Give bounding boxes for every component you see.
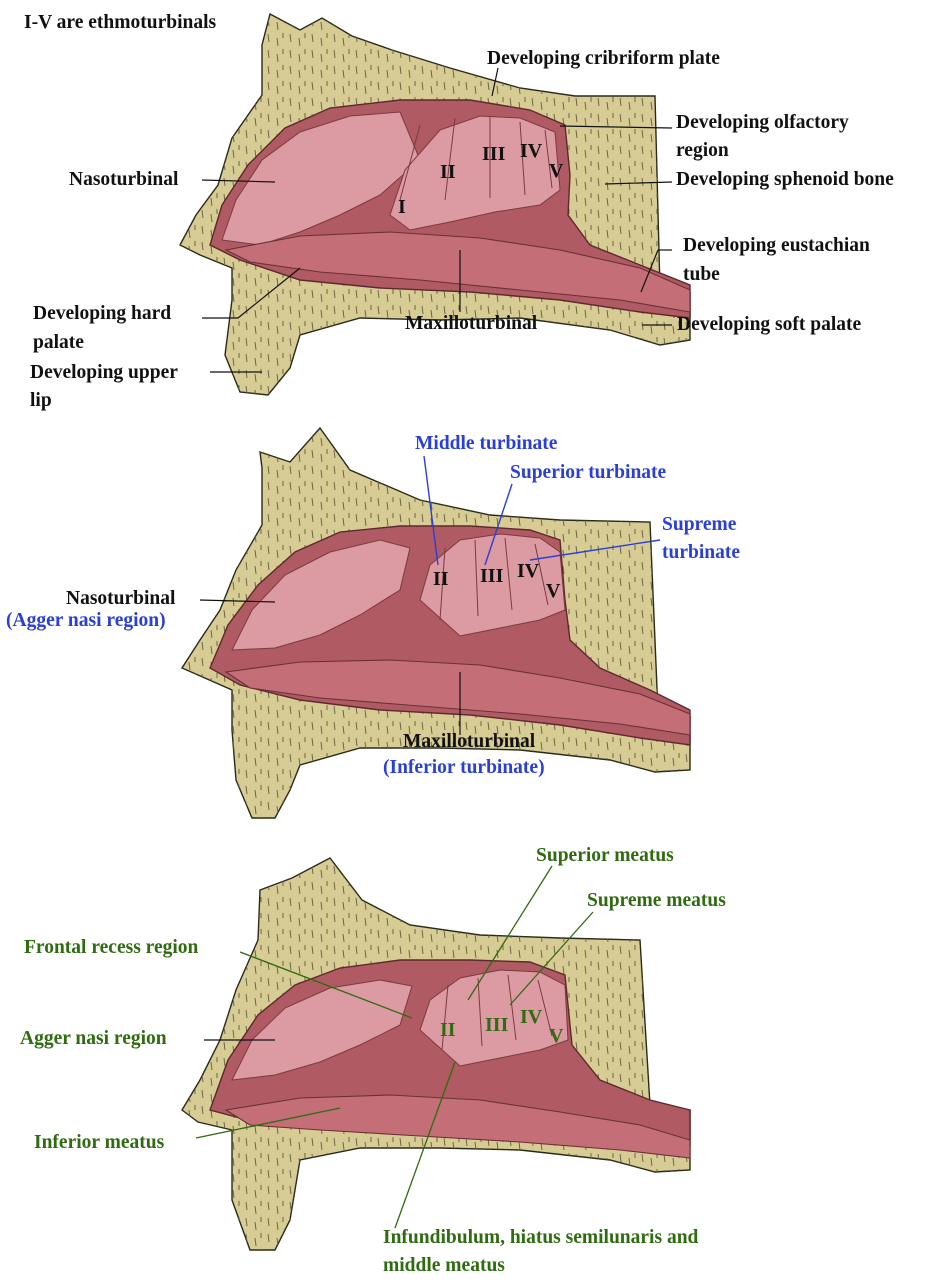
label-olfactory-2: region [676,140,729,161]
label-hard-palate-2: palate [33,332,84,353]
panel-3-leader-lines [195,865,594,1229]
ethmoturbinal-folds [419,969,569,1067]
panel-1-labels: I-V are ethmoturbinals Developing cribri… [24,12,894,411]
label-nasoturbinal: Nasoturbinal [69,169,179,190]
label-eustachian-2: tube [683,264,720,285]
panel-3-labels: Superior meatus Supreme meatus Frontal r… [20,845,726,1276]
inferior-turbinate-fold [224,659,691,736]
ethmoturbinal-folds [389,115,561,231]
label-nasoturbinal: Nasoturbinal [66,588,176,609]
label-middle-turbinate: Middle turbinate [415,433,558,454]
numeral-III: III [482,143,506,165]
label-olfactory-1: Developing olfactory [676,112,849,133]
label-soft-palate: Developing soft palate [677,314,862,335]
label-superior-turbinate: Superior turbinate [510,462,667,483]
numeral-IV: IV [520,1006,543,1028]
numeral-II: II [440,1019,456,1041]
numeral-III: III [480,565,504,587]
label-sphenoid: Developing sphenoid bone [676,169,894,190]
numeral-III: III [485,1014,509,1036]
label-agger-nasi-region: (Agger nasi region) [6,610,166,631]
panel-1-leader-lines [201,67,673,373]
label-supreme-turbinate-1: Supreme [662,514,737,535]
agger-nasi-fold [231,979,413,1081]
label-superior-meatus: Superior meatus [536,845,674,866]
numeral-IV: IV [517,560,540,582]
label-cribriform: Developing cribriform plate [487,48,720,69]
label-upper-lip-2: lip [30,390,52,411]
label-supreme-turbinate-2: turbinate [662,542,740,563]
ethmoturbinal-folds [419,533,566,637]
label-maxilloturbinal: Maxilloturbinal [405,313,538,334]
label-maxilloturbinal: Maxilloturbinal [403,731,536,752]
numeral-V: V [546,580,561,602]
numeral-IV: IV [520,140,543,162]
label-agger-nasi-region: Agger nasi region [20,1028,167,1049]
label-hard-palate-1: Developing hard [33,303,171,324]
inferior-turbinate-fold [224,1094,691,1159]
numeral-V: V [549,160,564,182]
numeral-V: V [549,1025,564,1047]
panel-2-illustration [180,426,691,819]
label-upper-lip-1: Developing upper [30,362,178,383]
label-supreme-meatus: Supreme meatus [587,890,726,911]
panel-2-labels: Middle turbinate Superior turbinate Supr… [6,433,740,778]
ethmoturbinals-legend: I-V are ethmoturbinals [24,12,217,33]
numeral-II: II [433,568,449,590]
label-inferior-meatus: Inferior meatus [34,1132,165,1153]
label-infundibulum-1: Infundibulum, hiatus semilunaris and [383,1227,699,1248]
nasoturbinal-fold [221,111,421,246]
numeral-II: II [440,161,456,183]
panel-1-illustration [179,12,691,396]
label-frontal-recess: Frontal recess region [24,937,199,958]
maxilloturbinal-fold [224,231,691,313]
numeral-I: I [398,196,406,218]
panel-2-leader-lines [199,455,661,735]
label-inferior-turbinate: (Inferior turbinate) [383,757,545,778]
panel-3-illustration [181,857,691,1251]
label-infundibulum-2: middle meatus [383,1255,505,1276]
label-eustachian-1: Developing eustachian [683,235,870,256]
agger-nasi-fold [231,539,411,651]
